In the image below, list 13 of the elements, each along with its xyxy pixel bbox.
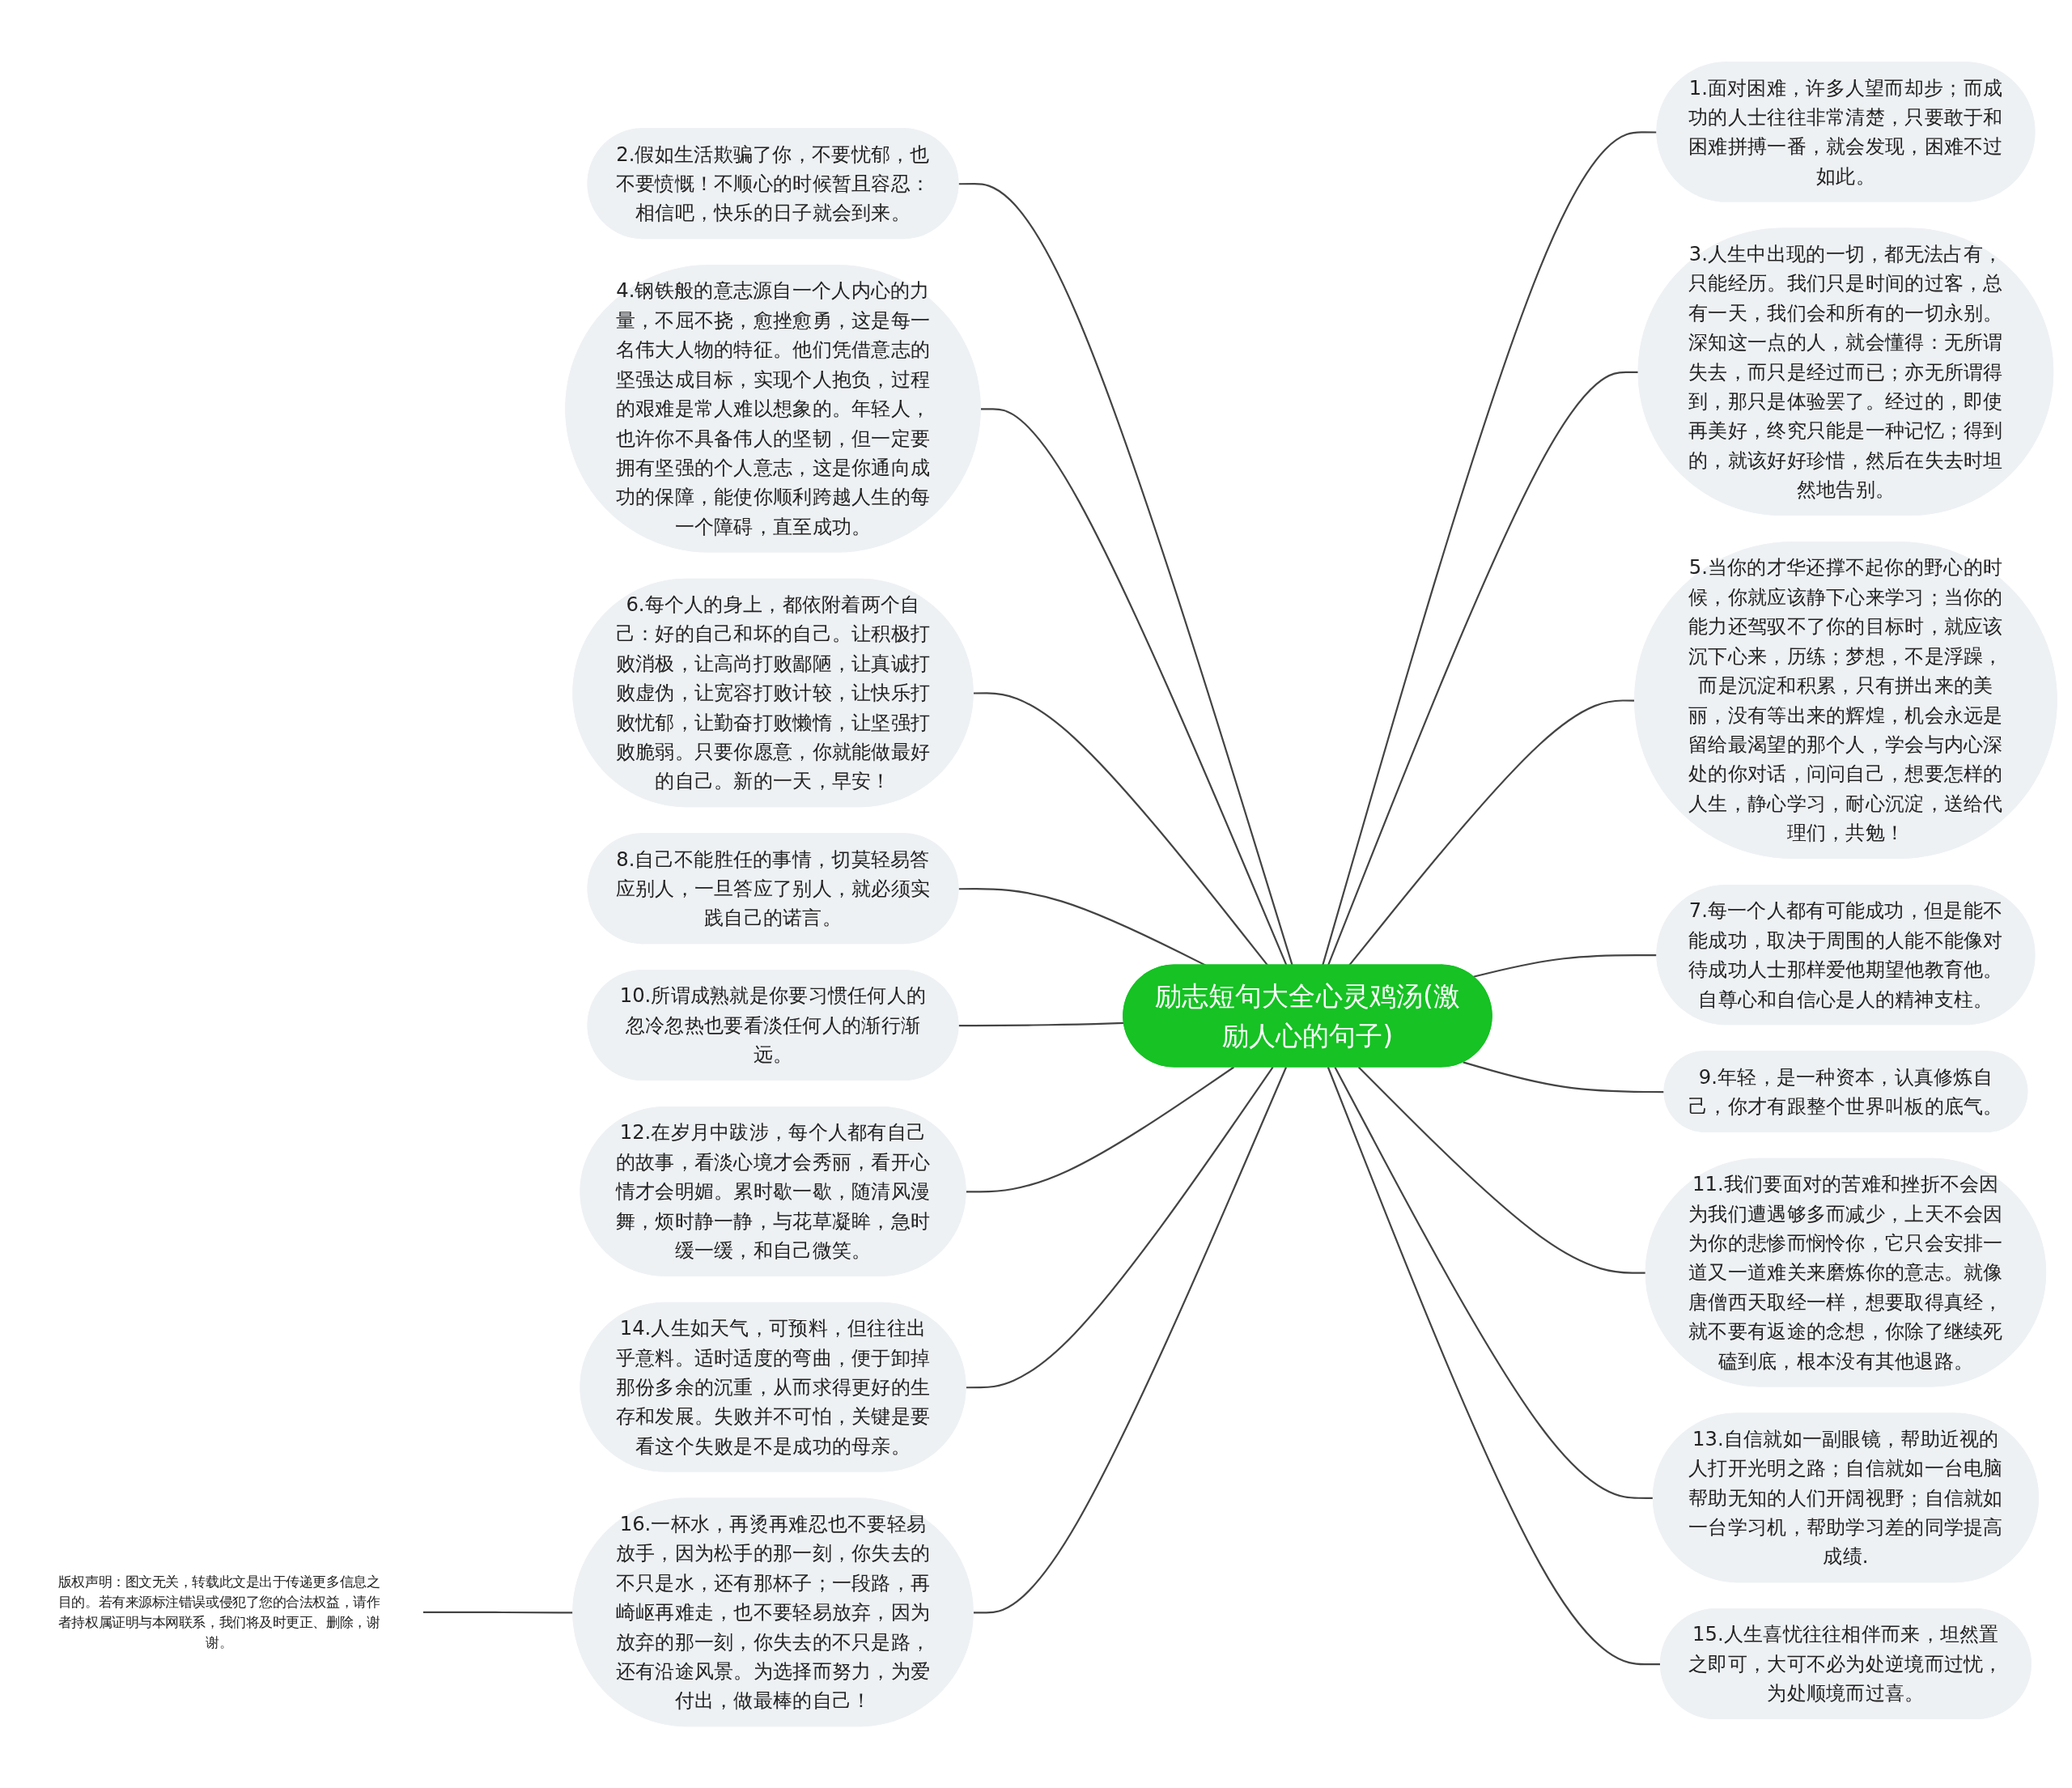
connector	[958, 1021, 1124, 1026]
connector	[1322, 131, 1658, 966]
connector	[1334, 1066, 1654, 1499]
node-text: 版权声明：图文无关，转载此文是出于传递更多信息之目的。若有来源标注错误或侵犯了您的合法权益，请作者持权属证明与本网联系，我们将及时更正、删除，谢谢。	[57, 1574, 380, 1650]
connector	[973, 1066, 1288, 1614]
connector	[966, 1066, 1234, 1193]
connector	[980, 408, 1288, 966]
connector	[958, 182, 1293, 966]
connector	[966, 1066, 1274, 1389]
connector	[1357, 1066, 1646, 1274]
connector	[1327, 371, 1639, 966]
connector	[1463, 1061, 1665, 1093]
connector	[1473, 953, 1658, 978]
